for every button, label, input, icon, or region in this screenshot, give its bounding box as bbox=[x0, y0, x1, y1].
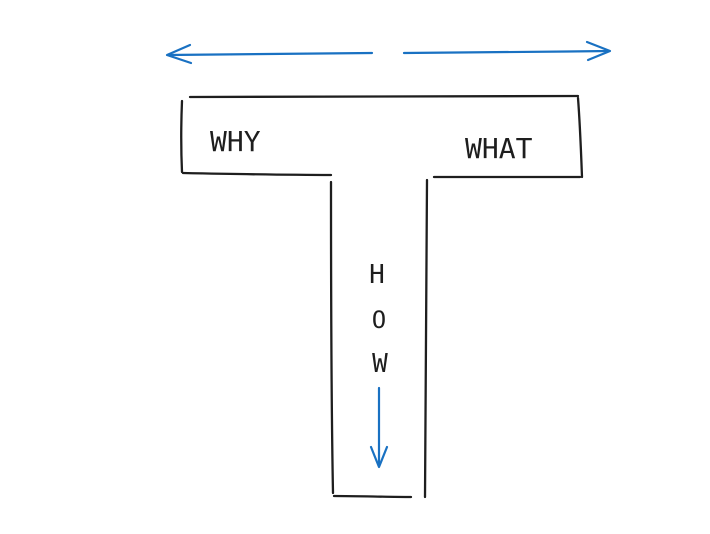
how-letter-w: W bbox=[372, 349, 388, 379]
what-label: WHAT bbox=[465, 132, 533, 165]
why-label: WHY bbox=[210, 125, 261, 158]
t-shape-outline bbox=[180, 94, 584, 499]
how-letter-h: H bbox=[369, 260, 385, 290]
down-arrow bbox=[369, 386, 389, 469]
how-letter-o: O bbox=[372, 306, 386, 334]
right-arrow bbox=[402, 40, 612, 62]
left-arrow bbox=[165, 43, 374, 65]
